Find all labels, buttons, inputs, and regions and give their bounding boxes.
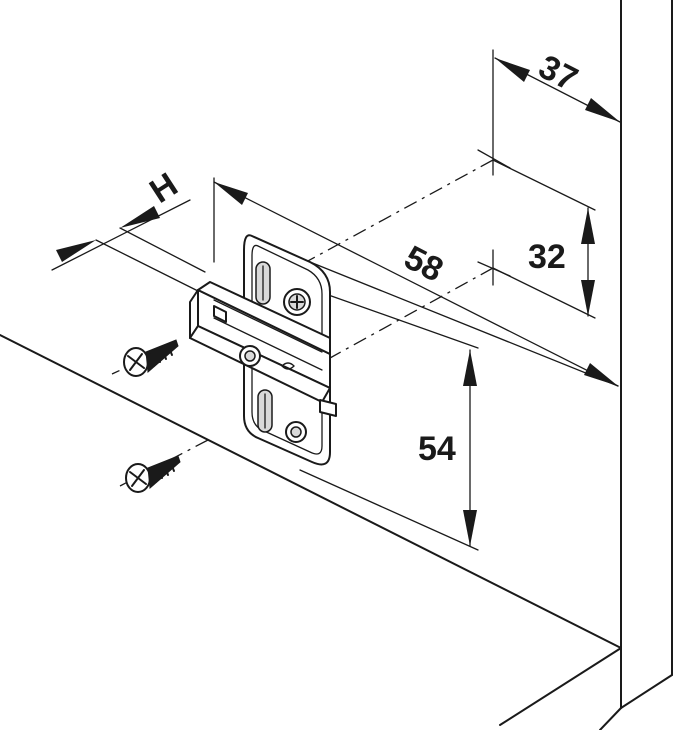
dimension-37-label: 37 (533, 48, 584, 99)
cabinet-front-edge (0, 334, 622, 649)
cabinet-side-panel (499, 0, 673, 730)
dimension-h-label: H (143, 166, 184, 211)
mounting-plate (189, 234, 337, 466)
dimension-58-label: 58 (398, 239, 449, 290)
dimension-32: 32 (477, 159, 596, 319)
dimension-54-label: 54 (418, 430, 456, 468)
dimension-h: H (51, 166, 206, 293)
dimension-54: 54 (299, 291, 479, 551)
dimension-37: 37 (477, 48, 621, 176)
screw-upper (123, 339, 179, 377)
screw-lower (125, 455, 181, 493)
dimension-32-label: 32 (528, 238, 566, 276)
